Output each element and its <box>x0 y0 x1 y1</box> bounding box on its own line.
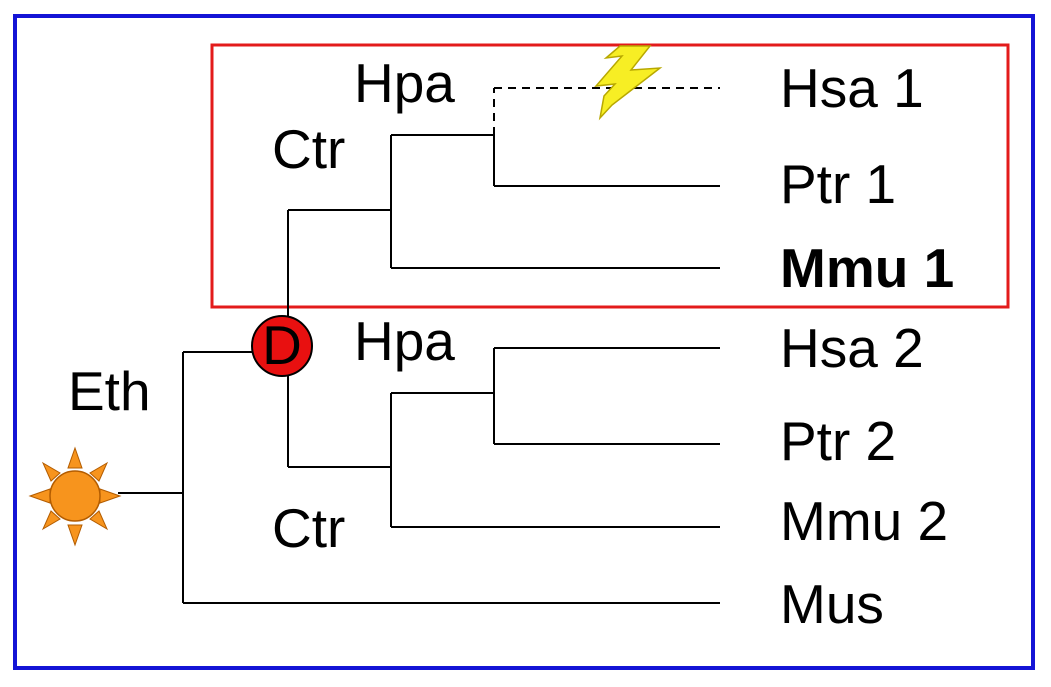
duplication-node: D <box>251 314 313 377</box>
clade1-inner-label: Hpa <box>354 52 455 114</box>
tree-branches <box>118 87 720 604</box>
leaf-label: Hsa 1 <box>780 57 924 119</box>
leaf-label: Mmu 1 <box>780 237 954 299</box>
lightning-icon <box>594 45 663 121</box>
highlight-box <box>210 43 1010 309</box>
leaf-label: Mmu 2 <box>780 490 948 552</box>
root-label: Eth <box>68 360 151 422</box>
clade2-inner-label: Hpa <box>354 310 455 372</box>
leaf-label: Ptr 1 <box>780 153 896 215</box>
clade1-outer-label: Ctr <box>272 118 345 180</box>
leaf-label: Ptr 2 <box>780 410 896 472</box>
leaf-label: Mus <box>780 573 884 635</box>
duplication-node-label: D <box>262 314 302 376</box>
clade2-outer-label: Ctr <box>272 497 345 559</box>
duplication-node-circle <box>251 315 313 377</box>
leaf-label: Hsa 2 <box>780 317 924 379</box>
outer-frame <box>13 14 1035 670</box>
sun-icon <box>28 446 122 547</box>
